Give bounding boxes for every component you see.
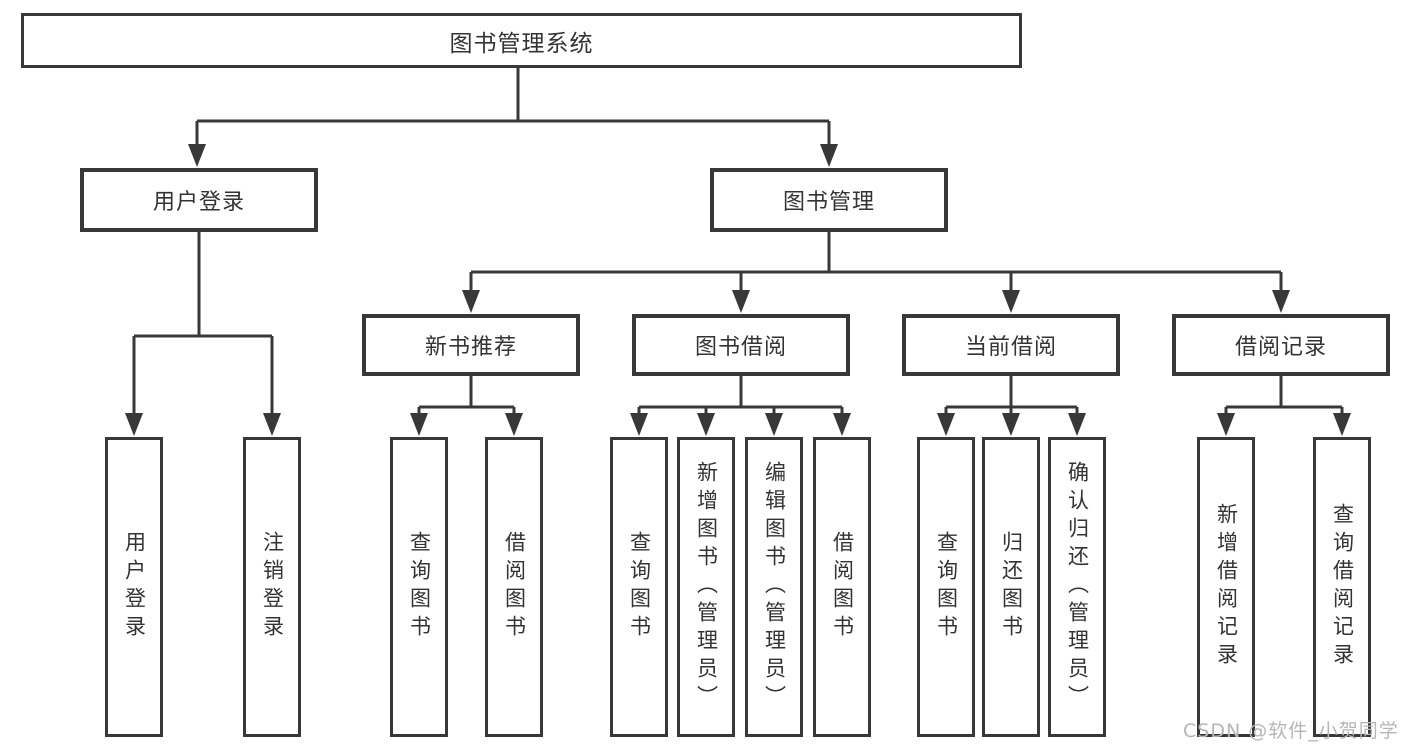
leaf-query-books-borrowing: 查询图书 (610, 437, 668, 737)
node-user-login-module: 用户登录 (80, 168, 318, 232)
node-current-borrowing: 当前借阅 (902, 314, 1120, 376)
node-new-book-recommendation: 新书推荐 (362, 314, 580, 376)
leaf-query-books-current: 查询图书 (917, 437, 975, 737)
csdn-watermark: CSDN @软件_小贺同学 (1183, 720, 1399, 742)
node-borrowing-records: 借阅记录 (1172, 314, 1390, 376)
leaf-edit-book-admin: 编辑图书（管理员） (745, 437, 803, 737)
leaf-add-borrow-record: 新增借阅记录 (1197, 437, 1255, 737)
leaf-borrow-books-recommendation: 借阅图书 (485, 437, 543, 737)
leaf-add-book-admin: 新增图书（管理员） (677, 437, 735, 737)
leaf-user-login: 用户登录 (105, 437, 163, 737)
leaf-borrow-books-borrowing: 借阅图书 (813, 437, 871, 737)
leaf-logout: 注销登录 (243, 437, 301, 737)
node-book-borrowing: 图书借阅 (632, 314, 850, 376)
node-book-management-module: 图书管理 (710, 168, 948, 232)
leaf-query-borrow-record: 查询借阅记录 (1313, 437, 1371, 737)
leaf-return-book: 归还图书 (982, 437, 1040, 737)
node-root-system: 图书管理系统 (21, 13, 1022, 68)
leaf-query-books-recommendation: 查询图书 (390, 437, 448, 737)
leaf-confirm-return-admin: 确认归还（管理员） (1048, 437, 1106, 737)
